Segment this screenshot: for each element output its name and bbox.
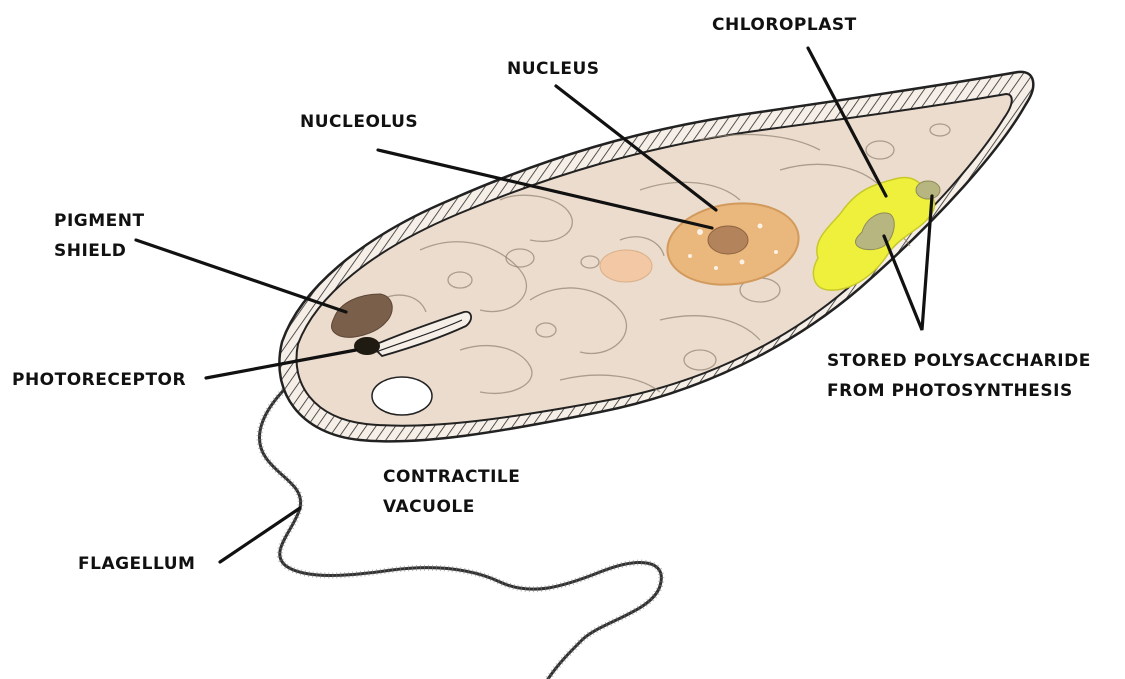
label-contractile-vacuole-1: CONTRACTILE <box>383 467 520 487</box>
label-flagellum: FLAGELLUM <box>78 554 195 574</box>
label-stored-polysaccharide-1: STORED POLYSACCHARIDE <box>827 351 1091 371</box>
label-photoreceptor: PHOTORECEPTOR <box>12 370 186 390</box>
label-pigment-shield-1: PIGMENT <box>54 211 145 231</box>
leader-pigment-shield <box>136 240 346 312</box>
polysaccharide-granule-2 <box>916 181 940 199</box>
nucleolus <box>708 226 748 254</box>
small-vesicle <box>600 250 652 282</box>
label-stored-polysaccharide-2: FROM PHOTOSYNTHESIS <box>827 381 1073 401</box>
label-nucleolus: NUCLEOLUS <box>300 112 418 132</box>
contractile-vacuole <box>372 377 432 415</box>
label-nucleus: NUCLEUS <box>507 59 600 79</box>
label-contractile-vacuole-2: VACUOLE <box>383 497 475 517</box>
photoreceptor <box>354 337 380 355</box>
label-chloroplast: CHLOROPLAST <box>712 15 857 35</box>
label-pigment-shield-2: SHIELD <box>54 241 126 261</box>
